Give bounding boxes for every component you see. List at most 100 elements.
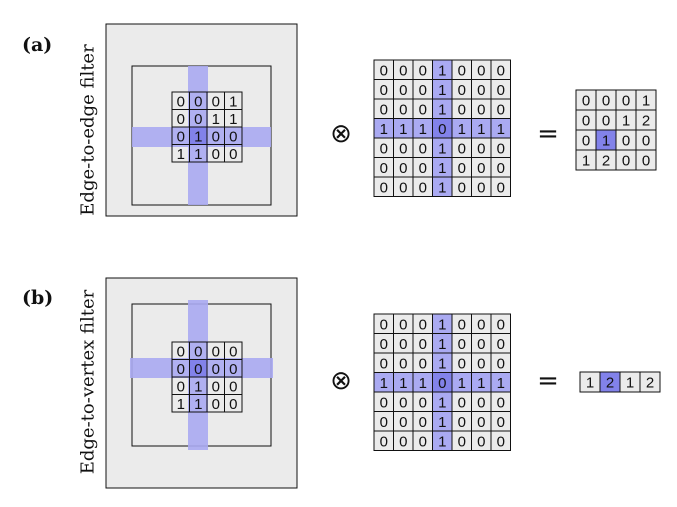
filter-cell-value: 0	[194, 361, 202, 378]
filter-cell-value: 0	[194, 343, 202, 360]
panel-label: (b)	[22, 287, 53, 309]
result-cell-value: 0	[622, 153, 630, 170]
filter-cell-value: 0	[194, 111, 202, 128]
filter-cell-value: 1	[194, 146, 202, 163]
kernel-cell-value: 0	[380, 140, 388, 157]
filter-cell-value: 1	[177, 146, 185, 163]
filter-cell-value: 0	[212, 361, 220, 378]
kernel-cell-value: 0	[399, 355, 407, 372]
equals-operator: =	[537, 119, 559, 149]
result-cell-value: 0	[582, 133, 590, 150]
kernel-cell-value: 0	[477, 140, 485, 157]
result-cell-value: 0	[582, 113, 590, 130]
kernel-cell-value: 0	[399, 179, 407, 196]
kernel-cell-value: 0	[497, 179, 505, 196]
kernel-cell-value: 1	[438, 336, 446, 353]
kernel-cell-value: 1	[380, 375, 388, 392]
kernel-cell-value: 0	[458, 82, 466, 99]
result-cell-value: 1	[642, 93, 650, 110]
filter-cell-value: 0	[177, 93, 185, 110]
kernel-cell-value: 0	[399, 82, 407, 99]
kernel-cell-value: 0	[458, 140, 466, 157]
kernel-cell-value: 0	[419, 140, 427, 157]
kernel-cell-value: 0	[419, 355, 427, 372]
kernel-cell-value: 0	[380, 394, 388, 411]
kernel-cell-value: 0	[477, 394, 485, 411]
kernel-cell-value: 0	[399, 316, 407, 333]
kernel-cell-value: 0	[380, 355, 388, 372]
kernel-cell-value: 0	[399, 62, 407, 79]
kernel-cell	[490, 430, 511, 451]
filter-cell-value: 0	[229, 378, 237, 395]
kernel-cell-value: 0	[419, 62, 427, 79]
result-cell-value: 0	[642, 153, 650, 170]
kernel-cell-value: 0	[399, 336, 407, 353]
kernel-cell-value: 0	[477, 336, 485, 353]
kernel-cell	[490, 176, 511, 197]
result-cell	[635, 149, 657, 171]
kernel-cell-value: 1	[497, 121, 505, 138]
panel-title: Edge-to-vertex filter	[78, 289, 99, 474]
kernel-cell-value: 0	[380, 62, 388, 79]
result-cell-value: 2	[646, 375, 654, 392]
kernel-cell-value: 1	[438, 394, 446, 411]
filter-cell-value: 0	[177, 128, 185, 145]
kernel-cell-value: 0	[477, 82, 485, 99]
kernel-cell-value: 0	[380, 179, 388, 196]
result-cell-value: 0	[582, 93, 590, 110]
kernel-cell-value: 0	[458, 179, 466, 196]
kernel-cell-value: 0	[419, 414, 427, 431]
kernel-cell-value: 0	[477, 179, 485, 196]
result-cell-value: 2	[606, 375, 614, 392]
kernel-cell-value: 0	[497, 140, 505, 157]
filter-cell-value: 0	[229, 128, 237, 145]
filter-cell-value: 0	[177, 111, 185, 128]
result-cell-value: 1	[586, 375, 594, 392]
kernel-cell-value: 1	[438, 179, 446, 196]
filter-cell-value: 0	[212, 396, 220, 413]
kernel-cell-value: 0	[477, 433, 485, 450]
kernel-cell-value: 0	[497, 433, 505, 450]
kernel-cell-value: 0	[458, 355, 466, 372]
kernel-cell-value: 0	[380, 82, 388, 99]
kernel-cell-value: 1	[419, 375, 427, 392]
filter-cell-value: 0	[212, 93, 220, 110]
kernel-cell-value: 0	[458, 160, 466, 177]
convolve-operator: ⊗	[330, 366, 352, 396]
kernel-cell-value: 0	[477, 316, 485, 333]
kernel-cell-value: 0	[419, 316, 427, 333]
kernel-cell-value: 0	[477, 101, 485, 118]
kernel-cell-value: 0	[497, 160, 505, 177]
kernel-cell-value: 0	[458, 433, 466, 450]
filter-cell-value: 1	[212, 111, 220, 128]
kernel-cell-value: 0	[380, 101, 388, 118]
kernel-cell-value: 0	[497, 336, 505, 353]
kernel-cell-value: 0	[458, 336, 466, 353]
kernel-cell-value: 0	[419, 101, 427, 118]
kernel-cell-value: 0	[458, 316, 466, 333]
filter-cell-value: 1	[229, 93, 237, 110]
kernel-cell-value: 0	[419, 433, 427, 450]
kernel-cell-value: 1	[438, 140, 446, 157]
equals-operator: =	[537, 366, 559, 396]
kernel-cell-value: 0	[380, 414, 388, 431]
kernel-cell-value: 1	[438, 316, 446, 333]
kernel-cell-value: 1	[458, 375, 466, 392]
filter-cell	[224, 144, 243, 163]
kernel-cell-value: 0	[477, 160, 485, 177]
result-cell	[639, 371, 661, 393]
kernel-cell-value: 0	[380, 316, 388, 333]
filter-cell-value: 0	[177, 361, 185, 378]
filter-cell-value: 0	[229, 343, 237, 360]
kernel-cell-value: 1	[477, 121, 485, 138]
kernel-cell-value: 0	[419, 336, 427, 353]
kernel-cell-value: 0	[399, 140, 407, 157]
kernel-cell-value: 0	[477, 414, 485, 431]
